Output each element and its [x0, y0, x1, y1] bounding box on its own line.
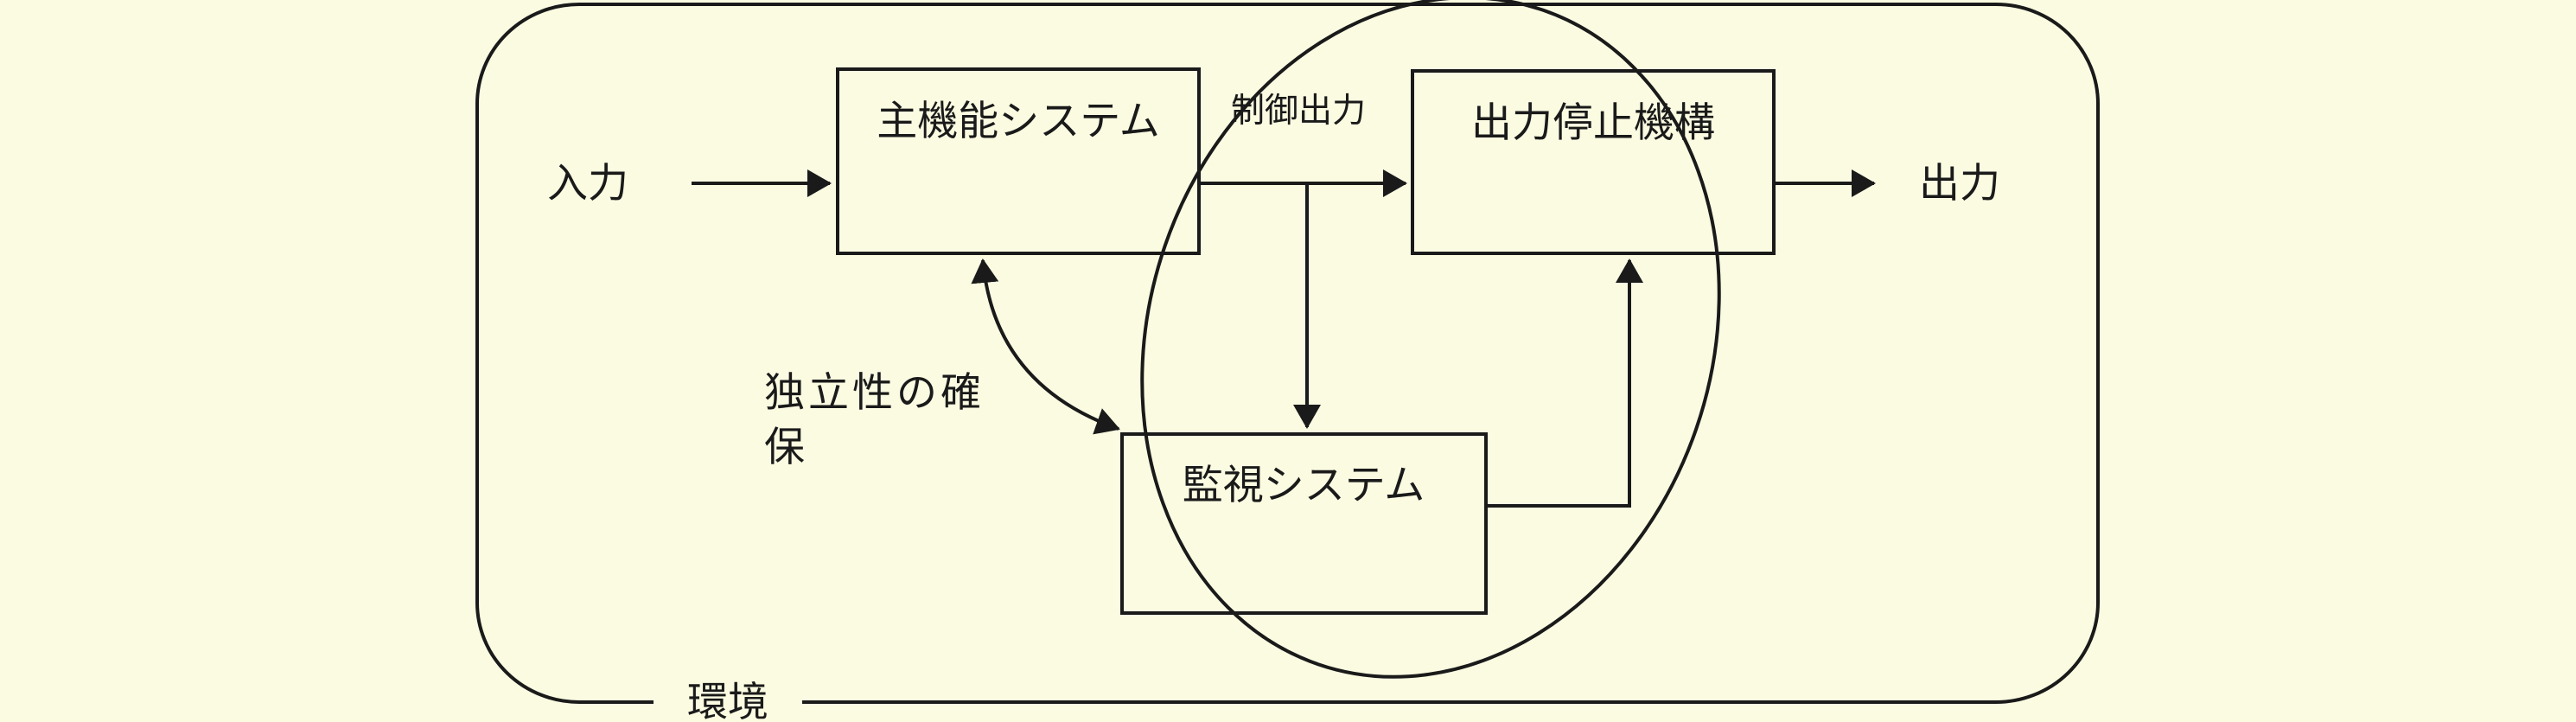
input-label: 入力: [547, 160, 628, 208]
monitor-to-stop-arrow: [1486, 259, 1643, 508]
safety-scope-ellipse: [1140, 0, 1721, 679]
independence-note-line2: 保: [764, 424, 808, 471]
environment-boundary: [475, 3, 2100, 704]
output-label: 出力: [1919, 160, 2000, 208]
monitor-system-box: [1120, 432, 1488, 615]
monitor-system-label: 監視システム: [1183, 462, 1425, 509]
independence-double-arrow: [971, 259, 1120, 435]
independence-note-line1: 独立性の確: [764, 369, 985, 417]
main-system-box: [836, 67, 1201, 255]
output-stop-box: [1411, 69, 1776, 255]
environment-label-gap: [654, 692, 802, 711]
control-output-label: 制御出力: [1231, 92, 1366, 131]
output-stop-label: 出力停止機構: [1471, 99, 1715, 147]
main-system-label: 主機能システム: [877, 98, 1160, 145]
environment-label: 環境: [687, 679, 768, 722]
